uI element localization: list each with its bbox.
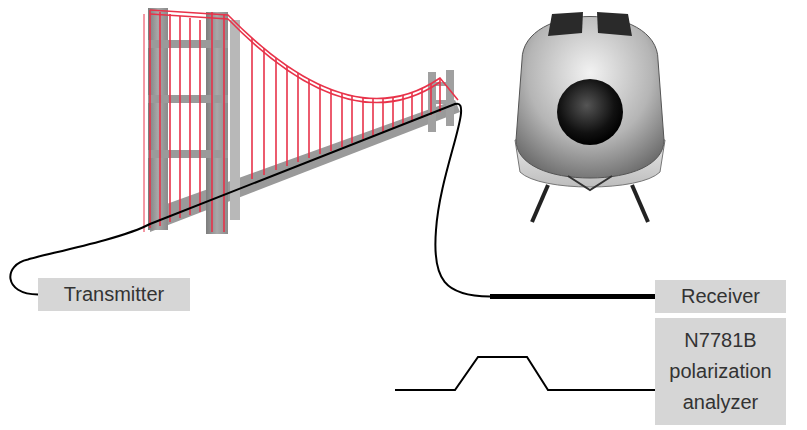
train-body	[516, 17, 664, 179]
train-lamp	[557, 79, 623, 145]
train-collar	[568, 176, 612, 190]
left-tower	[148, 8, 240, 234]
transmitter-box: Transmitter	[38, 278, 190, 311]
fiber-connector	[10, 104, 655, 297]
box-content: Transmitter	[64, 279, 164, 310]
train-leg	[632, 185, 648, 222]
train-window	[597, 12, 632, 36]
box-content: N7781B polarization analyzer	[663, 325, 778, 418]
fiber-line	[10, 104, 655, 297]
box-label: Transmitter	[64, 279, 164, 310]
box-label: N7781B polarization analyzer	[663, 325, 778, 418]
train-window	[548, 12, 583, 36]
box-content: Receiver	[681, 281, 760, 312]
analyzer-box: N7781B polarization analyzer	[655, 318, 786, 425]
fiber-jacket	[490, 294, 655, 299]
box-label: Receiver	[681, 281, 760, 312]
pulse-waveform	[395, 357, 655, 390]
receiver-box: Receiver	[655, 280, 786, 313]
train-leg	[532, 185, 548, 222]
train-nose	[515, 12, 665, 222]
